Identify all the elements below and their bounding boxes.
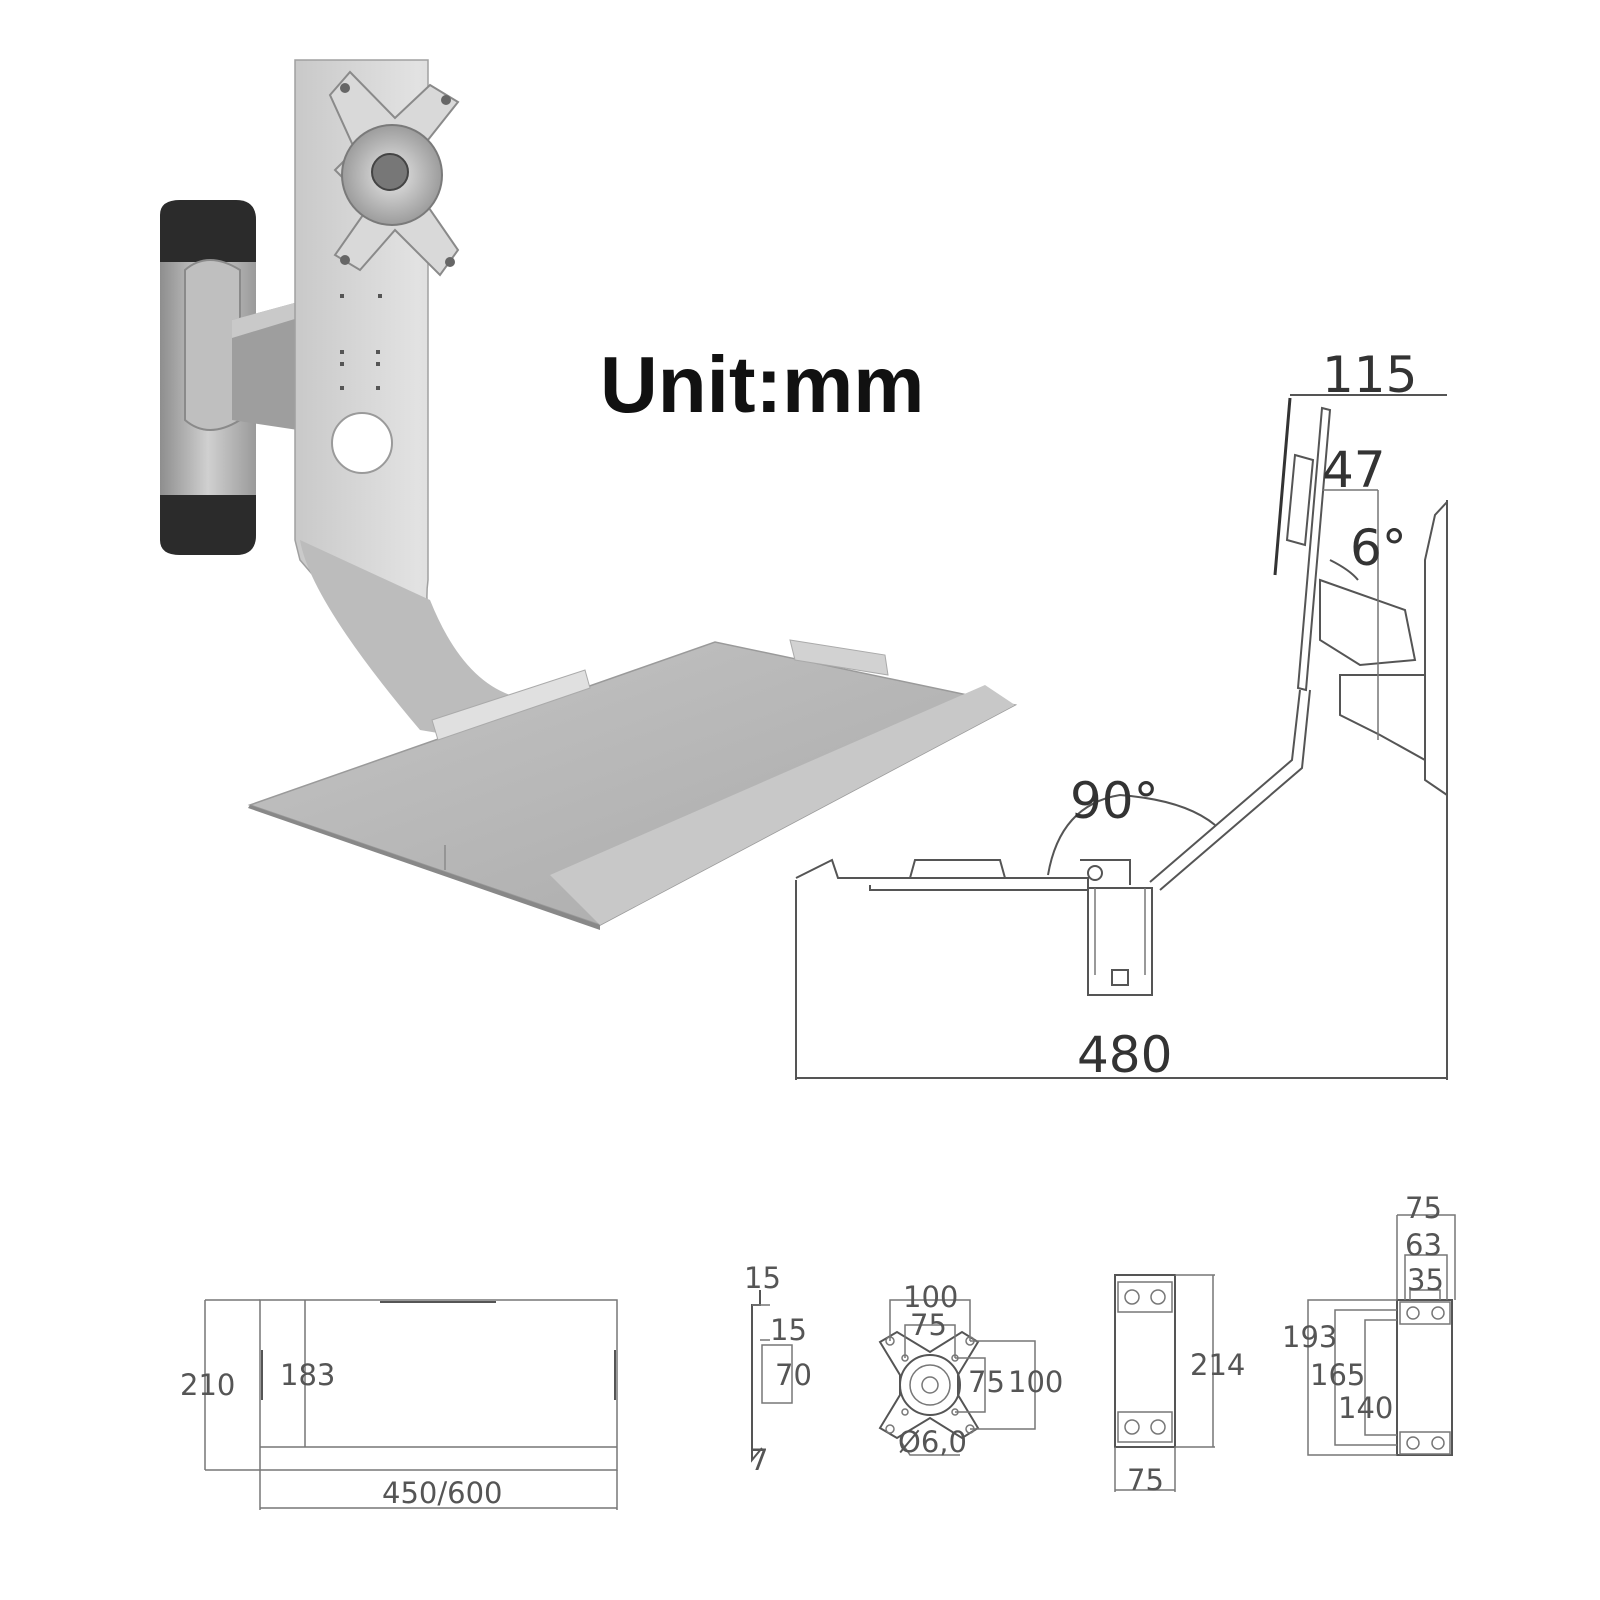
wall-mount-block (160, 200, 256, 555)
dim-vesa-inner-width: 75 (910, 1308, 947, 1342)
dim-tray-angle: 90° (1070, 772, 1159, 830)
dim-offset-47: 47 (1322, 441, 1386, 499)
keyboard-tray-render (247, 639, 1018, 930)
unit-title: Unit:mm (600, 340, 924, 429)
dim-tilt-angle: 6° (1350, 519, 1407, 577)
dim-reach-480: 480 (1077, 1026, 1172, 1084)
dim-wallplate-width: 75 (1127, 1463, 1164, 1497)
dim-vesa-hole: Ø6,0 (898, 1425, 967, 1459)
tray-profile-drawing (751, 1290, 793, 1463)
tray-plan-drawing (204, 1299, 618, 1510)
dim-vesa-inner-height: 75 (968, 1365, 1005, 1399)
dim-vesa-outer-width: 100 (903, 1280, 958, 1314)
dim-wallplate-height: 214 (1190, 1348, 1245, 1382)
dim-profile-hook: 7 (750, 1443, 768, 1477)
dim-bracket-w1: 75 (1405, 1191, 1442, 1225)
vesa-bracket-render (328, 70, 460, 277)
dim-tray-height-outer: 210 (180, 1368, 235, 1402)
dim-vesa-outer-height: 100 (1008, 1365, 1063, 1399)
side-view-drawing (795, 394, 1448, 1080)
dim-profile-lip-top: 15 (744, 1261, 781, 1295)
product-render (160, 59, 1018, 930)
dim-bracket-h1: 193 (1282, 1320, 1337, 1354)
dim-tray-width: 450/600 (382, 1476, 502, 1510)
dim-bracket-h3: 140 (1338, 1391, 1393, 1425)
wall-bracket-drawing (1307, 1214, 1456, 1456)
dim-bracket-h2: 165 (1310, 1358, 1365, 1392)
dim-profile-lip-inner: 15 (770, 1313, 807, 1347)
dim-bracket-w3: 35 (1407, 1263, 1444, 1297)
wall-plate-drawing (1114, 1274, 1215, 1492)
vesa-plate-drawing (878, 1299, 1036, 1456)
swing-arm (232, 302, 298, 430)
dim-profile-height: 70 (775, 1358, 812, 1392)
dim-bracket-w2: 63 (1405, 1228, 1442, 1262)
dim-depth-115: 115 (1322, 346, 1417, 404)
dim-tray-height-inner: 183 (280, 1358, 335, 1392)
